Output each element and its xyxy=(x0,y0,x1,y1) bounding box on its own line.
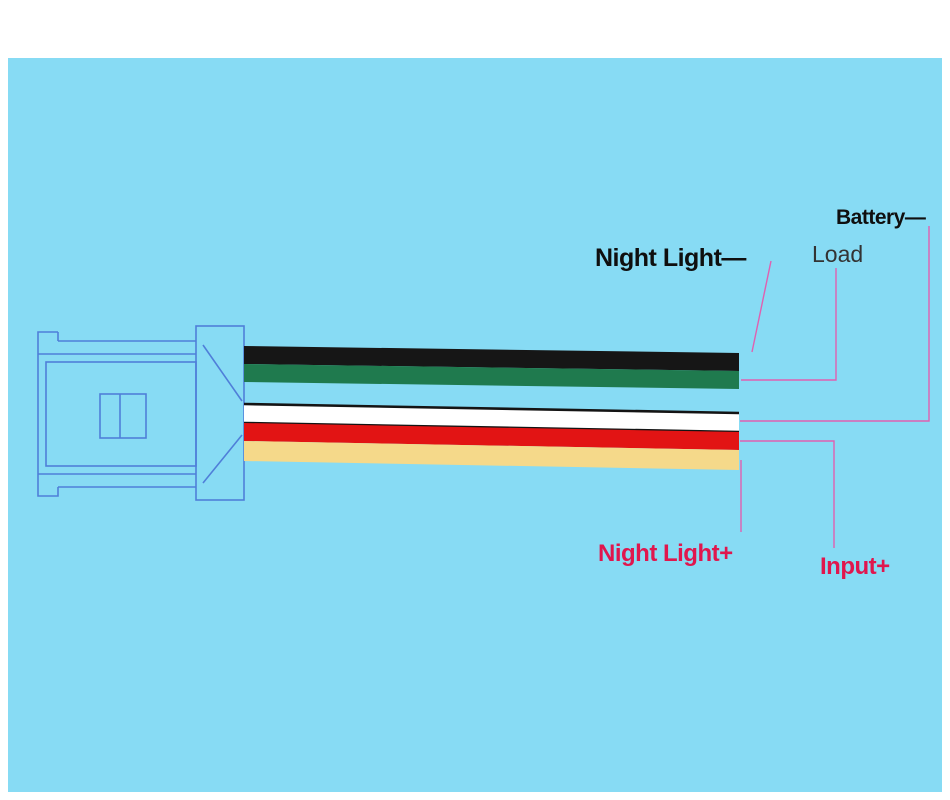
connector-latch-detail xyxy=(99,393,147,439)
wire-green xyxy=(244,364,739,389)
label-night-light-pos: Night Light+ xyxy=(598,540,733,567)
wire-yellow xyxy=(244,441,739,470)
connector-drawing xyxy=(37,325,245,501)
label-load: Load xyxy=(812,241,863,267)
leader-night-light-neg xyxy=(751,260,772,353)
leader-lines xyxy=(740,226,930,548)
label-battery-neg: Battery— xyxy=(836,206,926,229)
wire-black xyxy=(244,346,739,371)
wires xyxy=(243,346,740,470)
wire-white-top-outline xyxy=(243,402,740,415)
leader-input xyxy=(740,440,835,548)
leader-battery xyxy=(740,226,930,422)
connector-left-profile xyxy=(37,331,59,497)
label-night-light-neg: Night Light— xyxy=(595,244,746,272)
connector-bottom-edges xyxy=(38,473,196,488)
label-input-pos: Input+ xyxy=(820,553,890,580)
connector-top-edges xyxy=(38,340,196,355)
connector-boot-taper xyxy=(202,344,243,484)
leader-load xyxy=(741,268,837,381)
